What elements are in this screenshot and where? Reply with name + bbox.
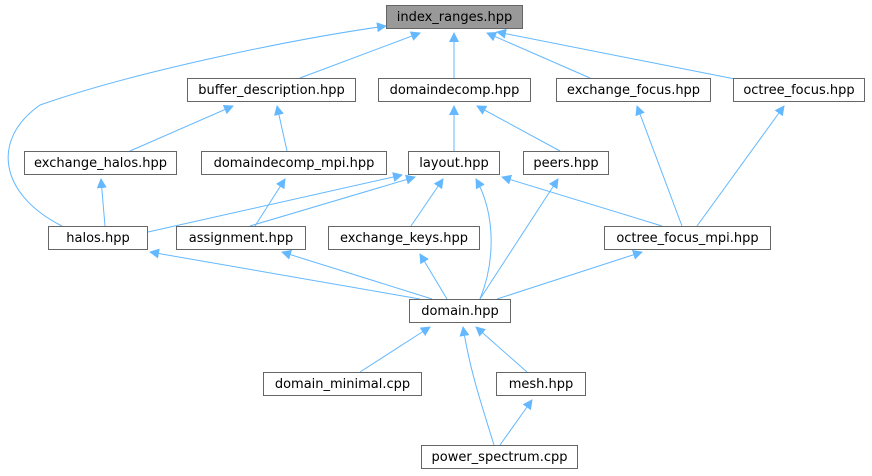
node-exchange-focus[interactable]: exchange_focus.hpp (556, 78, 711, 102)
edge-exchange-keys-to-layout (410, 178, 444, 227)
edge-domain-to-halos (149, 248, 421, 300)
edge-halos-to-exchange-halos (96, 178, 107, 227)
edge-exchange-focus-to-index-ranges (486, 32, 591, 79)
edge-domain-to-octree-focus-mpi (496, 250, 643, 300)
node-layout[interactable]: layout.hpp (408, 151, 500, 175)
node-domain[interactable]: domain.hpp (409, 299, 511, 323)
edge-domain-to-exchange-keys (419, 253, 448, 300)
edge-power-spectrum-to-domain (459, 326, 495, 446)
node-peers[interactable]: peers.hpp (523, 151, 609, 175)
edge-exchange-halos-to-buffer-description (129, 105, 234, 152)
edge-domain-to-peers (479, 178, 559, 300)
node-mesh[interactable]: mesh.hpp (496, 372, 586, 396)
node-domaindecomp-mpi[interactable]: domaindecomp_mpi.hpp (201, 151, 387, 175)
node-octree-focus-mpi[interactable]: octree_focus_mpi.hpp (604, 226, 771, 250)
edge-domain-to-layout (475, 178, 492, 300)
edge-octree-focus-mpi-to-exchange-focus (635, 105, 683, 227)
edge-assignment-to-layout (249, 174, 416, 227)
node-power-spectrum[interactable]: power_spectrum.cpp (421, 445, 578, 469)
node-index-ranges[interactable]: index_ranges.hpp (386, 5, 523, 29)
edge-domain-minimal-to-domain (359, 326, 431, 373)
edge-octree-focus-mpi-to-layout (501, 174, 663, 227)
edge-domaindecomp-mpi-to-buffer-description (274, 105, 288, 152)
edge-mesh-to-domain (475, 326, 528, 373)
node-domain-minimal[interactable]: domain_minimal.cpp (263, 372, 422, 396)
edge-power-spectrum-to-mesh (499, 399, 533, 446)
edge-peers-to-domaindecomp (476, 105, 561, 152)
node-exchange-halos[interactable]: exchange_halos.hpp (24, 151, 177, 175)
edge-assignment-to-domaindecomp-mpi (254, 178, 286, 227)
edge-buffer-description-to-index-ranges (299, 31, 421, 79)
edge-halos-to-index-ranges (7, 22, 387, 227)
node-buffer-description[interactable]: buffer_description.hpp (187, 78, 356, 102)
edge-domain-to-assignment (281, 249, 433, 300)
node-exchange-keys[interactable]: exchange_keys.hpp (328, 226, 480, 250)
node-octree-focus[interactable]: octree_focus.hpp (733, 78, 865, 102)
node-assignment[interactable]: assignment.hpp (176, 226, 306, 250)
node-halos[interactable]: halos.hpp (48, 226, 148, 250)
edge-octree-focus-to-index-ranges (496, 28, 741, 81)
edge-halos-to-layout (147, 172, 403, 233)
node-domaindecomp[interactable]: domaindecomp.hpp (378, 78, 531, 102)
edge-octree-focus-mpi-to-octree-focus (696, 105, 785, 227)
